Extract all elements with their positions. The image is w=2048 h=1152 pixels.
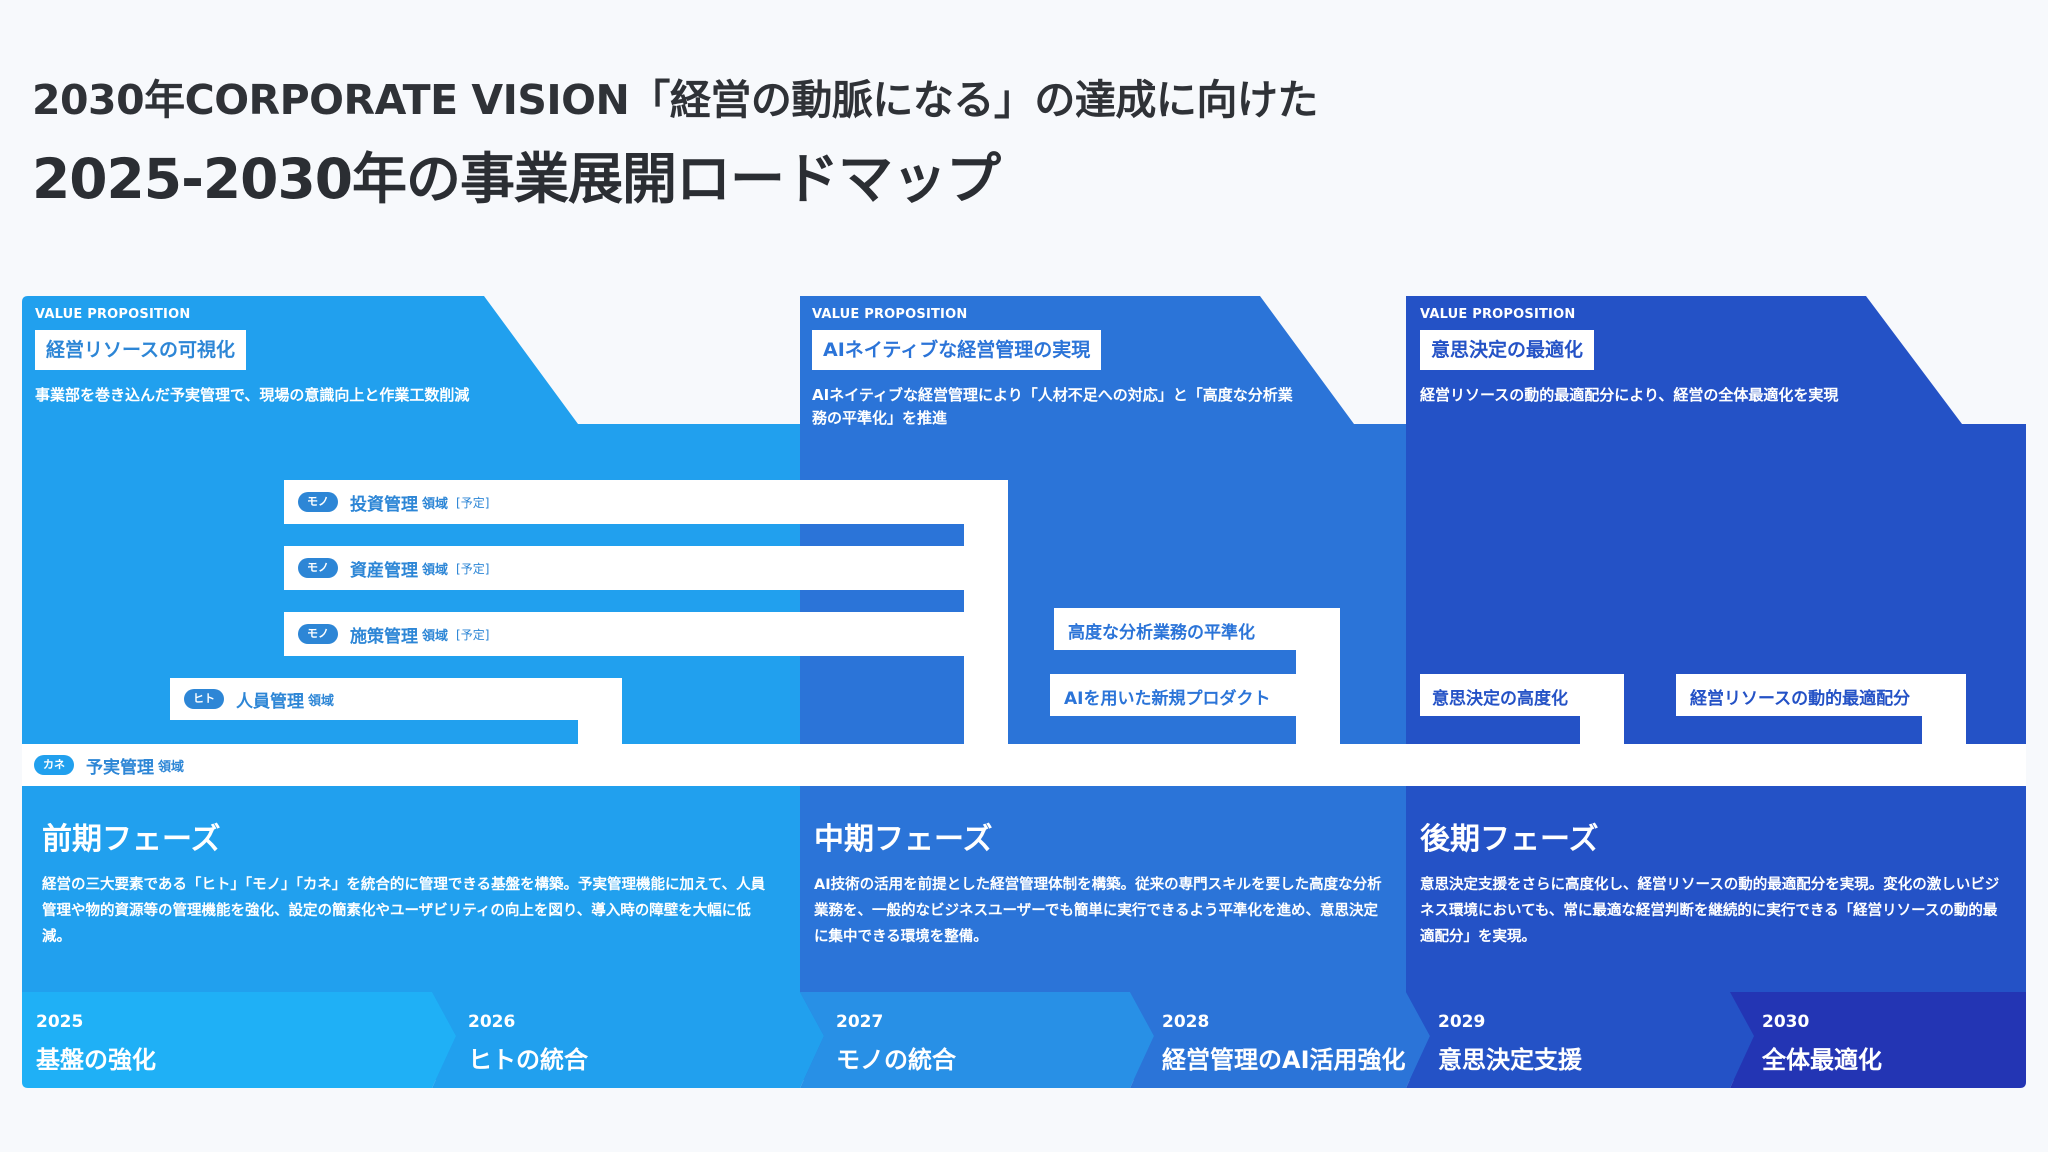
page-title-line1: 2030年CORPORATE VISION「経営の動脈になる」の達成に向けた	[32, 76, 1318, 124]
domain-suffix: 領域	[422, 628, 449, 644]
timeline-label-2025: 基盤の強化	[36, 1046, 156, 1074]
phase3-title: 後期フェーズ	[1420, 822, 1599, 857]
mono-bar-3	[284, 612, 964, 656]
domain-suffix: 領域	[158, 759, 185, 775]
mono-pill: モノ	[298, 558, 338, 578]
domain-budget: カネ 予実管理 領域	[34, 745, 184, 785]
vp2-title: AIネイティブな経営管理の実現	[812, 330, 1102, 370]
domain-asset: モノ 資産管理 領域 [予定]	[298, 548, 489, 588]
timeline-label-2029: 意思決定支援	[1438, 1046, 1582, 1074]
planned-tag: [予定]	[456, 495, 490, 510]
mono-pill: モノ	[298, 492, 338, 512]
phase1-title: 前期フェーズ	[42, 822, 221, 857]
timeline-year-2028: 2028	[1162, 1012, 1210, 1032]
timeline-year-2026: 2026	[468, 1012, 516, 1032]
timeline-year-2025: 2025	[36, 1012, 84, 1032]
mono-bar-2	[284, 546, 964, 590]
p3-item-resource: 経営リソースの動的最適配分	[1690, 689, 1911, 709]
domain-name: 人員管理	[236, 691, 304, 712]
p3-item-2-bar	[1676, 674, 1922, 716]
hito-pill: ヒト	[184, 689, 224, 709]
domain-name: 予実管理	[86, 757, 154, 778]
phase3-desc: 意思決定支援をさらに高度化し、経営リソースの動的最適配分を実現。変化の激しいビジ…	[1420, 877, 2000, 945]
domain-name: 投資管理	[350, 494, 418, 515]
timeline-seg-2027	[800, 992, 1154, 1088]
timeline-label-2030: 全体最適化	[1762, 1046, 1882, 1074]
p3-connector-1	[1580, 674, 1624, 746]
vp2-desc: AIネイティブな経営管理により「人材不足への対応」と「高度な分析業務の平準化」を…	[812, 386, 1293, 427]
timeline-year-2030: 2030	[1762, 1012, 1810, 1032]
timeline-seg-2029	[1406, 992, 1754, 1088]
p2-connector	[1296, 608, 1340, 746]
vp1-desc: 事業部を巻き込んだ予実管理で、現場の意識向上と作業工数削減	[35, 386, 470, 404]
phase2-desc: AI技術の活用を前提とした経営管理体制を構築。従来の専門スキルを要した高度な分析…	[814, 877, 1382, 945]
vp2-label: VALUE PROPOSITION	[812, 307, 968, 322]
p2-item-2-bar	[1050, 674, 1296, 716]
mono-bar-1	[284, 480, 964, 524]
phase1-desc: 経営の三大要素である「ヒト」「モノ」「カネ」を統合的に管理できる基盤を構築。予実…	[42, 877, 766, 945]
p3-item-decision: 意思決定の高度化	[1432, 689, 1568, 709]
hito-connector	[578, 678, 622, 746]
domain-suffix: 領域	[422, 496, 449, 512]
page-title-line2: 2025-2030年の事業展開ロードマップ	[32, 147, 1001, 211]
domain-investment: モノ 投資管理 領域 [予定]	[298, 482, 489, 522]
domain-name: 資産管理	[350, 560, 418, 581]
p3-item-1-bar	[1420, 674, 1580, 716]
p2-item-1-bar	[1054, 608, 1296, 650]
timeline-seg-2025	[22, 992, 456, 1088]
domain-personnel: ヒト 人員管理 領域	[184, 679, 334, 719]
timeline-seg-2026	[432, 992, 824, 1088]
timeline-year-2027: 2027	[836, 1012, 884, 1032]
p2-item-advanced-analysis: 高度な分析業務の平準化	[1068, 623, 1255, 643]
planned-tag: [予定]	[456, 561, 490, 576]
phase2-title: 中期フェーズ	[814, 822, 993, 857]
vp1-label: VALUE PROPOSITION	[35, 307, 191, 322]
p2-item-ai-product: AIを用いた新規プロダクト	[1064, 689, 1271, 709]
planned-tag: [予定]	[456, 627, 490, 642]
vp3-label: VALUE PROPOSITION	[1420, 307, 1576, 322]
mono-connector	[964, 480, 1008, 746]
p3-connector-2	[1922, 674, 1966, 746]
timeline-seg-2030	[1730, 992, 2026, 1088]
domain-initiative: モノ 施策管理 領域 [予定]	[298, 614, 489, 654]
timeline-label-2027: モノの統合	[836, 1046, 956, 1074]
domain-suffix: 領域	[308, 693, 335, 709]
timeline-label-2026: ヒトの統合	[468, 1046, 588, 1074]
vp1-title: 経営リソースの可視化	[35, 330, 247, 370]
hito-bar	[170, 678, 578, 720]
vp3-desc: 経営リソースの動的最適配分により、経営の全体最適化を実現	[1420, 386, 1839, 404]
vp3-title: 意思決定の最適化	[1420, 330, 1595, 370]
kane-pill: カネ	[34, 755, 74, 775]
timeline-label-2028: 経営管理のAI活用強化	[1162, 1046, 1406, 1074]
domain-suffix: 領域	[422, 562, 449, 578]
kane-band	[22, 744, 2026, 786]
domain-name: 施策管理	[350, 626, 418, 647]
mono-pill: モノ	[298, 624, 338, 644]
timeline-year-2029: 2029	[1438, 1012, 1486, 1032]
timeline-seg-2028	[1130, 992, 1430, 1088]
